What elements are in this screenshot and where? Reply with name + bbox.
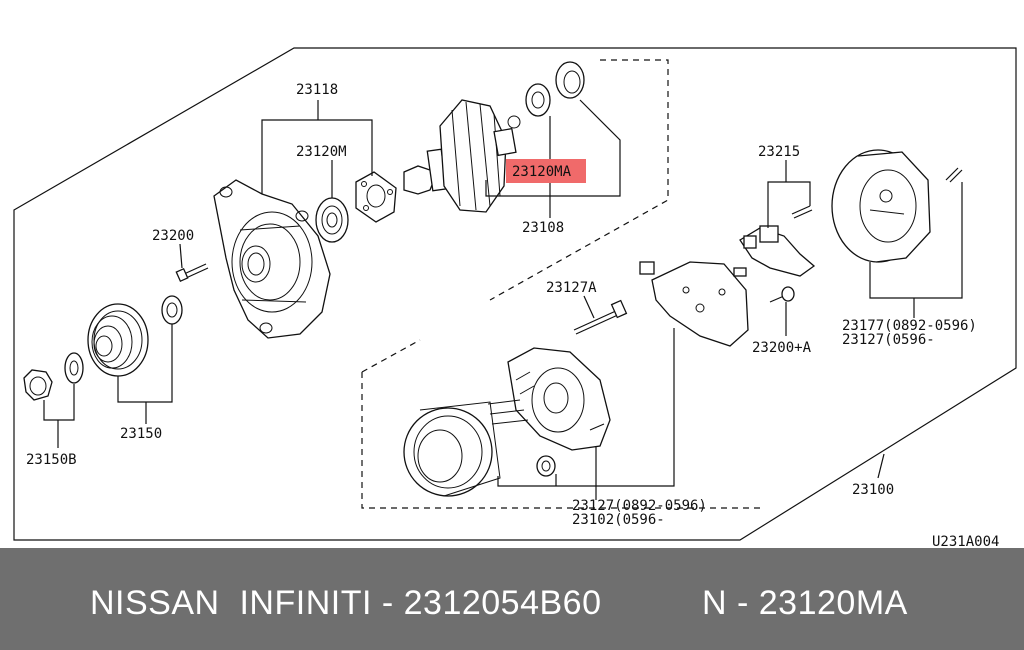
nut-part — [23, 369, 53, 401]
leader-23127 — [497, 328, 675, 487]
label-23100: 23100 — [852, 482, 894, 498]
label-23120ma: 23120MA — [512, 164, 572, 180]
label-23127-housing: 23127(0892-0596) — [572, 498, 707, 514]
reference-number: N - 23120MA — [702, 584, 908, 622]
through-bolt-part — [573, 299, 628, 335]
rotor-part — [403, 99, 521, 213]
label-23102: 23102(0596- — [572, 512, 665, 528]
label-23177: 23177(0892-0596) — [842, 318, 977, 334]
leader-23108 — [485, 99, 621, 197]
rear-cover-part — [831, 149, 931, 263]
exploded-parts-diagram: 23118 23120M 23120MA 23108 23215 23200 2… — [13, 47, 1017, 548]
leader-23177 — [869, 182, 963, 299]
label-23120m: 23120M — [296, 144, 347, 160]
bushing-part — [536, 455, 556, 477]
regulator-part — [639, 261, 749, 347]
bearing-ring-part — [555, 61, 585, 99]
label-23108: 23108 — [522, 220, 564, 236]
rear-housing-part — [507, 347, 611, 451]
label-23215: 23215 — [758, 144, 800, 160]
leader-23118 — [261, 119, 373, 194]
bearing-retainer-part — [355, 171, 397, 223]
label-23118: 23118 — [296, 82, 338, 98]
washer-part — [64, 352, 84, 384]
label-23127a: 23127A — [546, 280, 597, 296]
front-housing-part — [213, 179, 331, 339]
brush-holder-part — [739, 225, 816, 277]
leader-23100 — [877, 453, 885, 479]
label-23200: 23200 — [152, 228, 194, 244]
pulley-part — [87, 303, 149, 377]
label-23127-cover: 23127(0596- — [842, 332, 935, 348]
spacer-part — [161, 295, 183, 325]
highlight-box — [506, 159, 586, 183]
rear-group-outline — [361, 372, 760, 509]
rear-group-outline-top — [361, 339, 421, 373]
screw-23177-part — [945, 167, 963, 183]
rotor-group-outline — [489, 59, 669, 301]
label-23200a: 23200+A — [752, 340, 812, 356]
assembly-frame — [13, 47, 1017, 541]
diagram-code: U231A004 — [932, 534, 999, 548]
label-23150b: 23150B — [26, 452, 77, 468]
part-number-banner: NISSAN INFINITI - 2312054B60 N - 23120MA — [0, 548, 1024, 650]
bolt-23200-part — [175, 263, 209, 283]
screw-23215-part — [791, 205, 813, 219]
leader-23150 — [117, 324, 173, 403]
stator-part — [403, 399, 529, 497]
leader-23215 — [767, 181, 811, 228]
rear-bearing-part — [525, 83, 551, 117]
label-23150: 23150 — [120, 426, 162, 442]
brand-part-number: NISSAN INFINITI - 2312054B60 — [90, 584, 602, 622]
front-bearing-part — [315, 197, 349, 243]
screw-23200a-part — [769, 286, 795, 303]
leader-23150b — [43, 384, 75, 421]
